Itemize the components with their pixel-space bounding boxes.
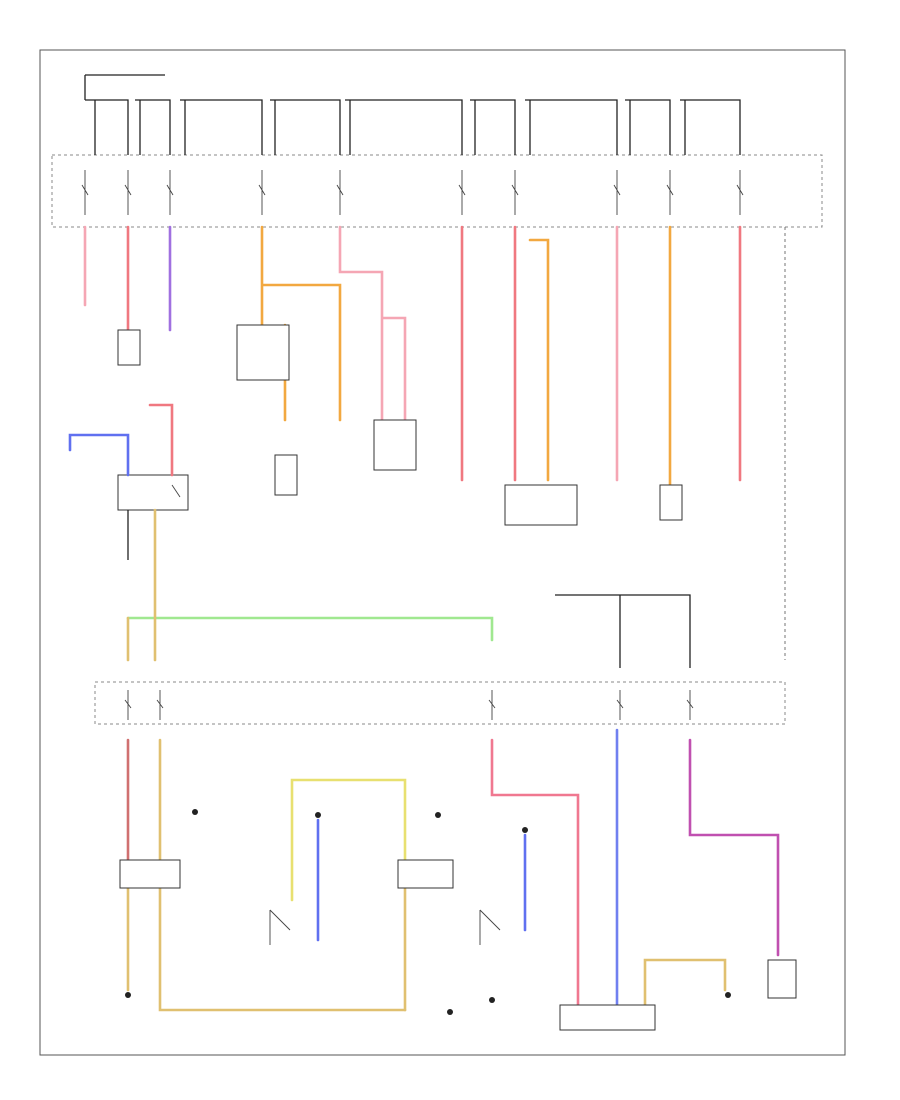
- lamp-module-left: [119, 859, 181, 889]
- top-components: [117, 324, 683, 526]
- component-box-1: [117, 329, 141, 366]
- component-box-2: [274, 454, 298, 496]
- bottom-fuse-box-outline: [94, 681, 786, 725]
- wire-tan-6: [643, 958, 727, 1007]
- switch-center: [479, 909, 501, 945]
- ground-5: [435, 812, 441, 818]
- bottom-feed-loop: [555, 594, 691, 668]
- left-side-wires: [68, 403, 494, 662]
- top-feed-branch-8: [680, 99, 741, 155]
- top-feed-branch-2: [180, 99, 263, 155]
- wire-yellow-1: [290, 778, 407, 902]
- ground-6: [522, 827, 528, 833]
- top-feed-loop: [84, 74, 165, 155]
- bottom-fuse-block: [94, 594, 786, 725]
- top-fuse-block: [51, 74, 823, 660]
- top-feed-branch-1: [135, 99, 171, 155]
- wire-purple-1: [688, 738, 780, 957]
- ground-2: [192, 809, 198, 815]
- wire-orange-1: [260, 225, 342, 422]
- ground-7: [725, 992, 731, 998]
- top-feed-branch-3: [270, 99, 341, 155]
- top-wires: [83, 225, 742, 487]
- control-module-bottom: [559, 1004, 656, 1031]
- ground-8: [489, 997, 495, 1003]
- wire-green-1: [126, 616, 494, 642]
- wire-blue-1: [68, 433, 130, 477]
- diagram-frame: [39, 49, 846, 1056]
- switch-module-1: [117, 474, 189, 511]
- component-box-5: [659, 484, 683, 521]
- component-box-3: [373, 419, 417, 471]
- top-feed-branch-6: [525, 99, 618, 155]
- switch-left: [269, 909, 291, 945]
- top-feed-branch-7: [625, 99, 671, 155]
- wire-orange-2: [528, 238, 550, 482]
- switch-contact-1: [171, 484, 181, 498]
- relay-box-1: [236, 324, 290, 381]
- top-fuses: [81, 170, 744, 215]
- ground-1: [125, 992, 131, 998]
- top-feed-branch-4: [345, 99, 463, 155]
- component-box-4: [504, 484, 578, 526]
- bottom-wires: [126, 728, 780, 1012]
- wire-pink-1: [338, 225, 407, 422]
- ground-3: [315, 812, 321, 818]
- ground-4: [447, 1009, 453, 1015]
- lamp-module-center: [397, 859, 454, 889]
- top-fuse-box-outline: [51, 154, 823, 228]
- bottom-fuses: [124, 690, 694, 720]
- bottom-components: [119, 809, 797, 1031]
- top-feed-branch-5: [470, 99, 516, 155]
- component-box-bottom-right: [767, 959, 797, 999]
- wire-pink-3: [490, 738, 580, 1007]
- wire-red-6: [148, 403, 174, 477]
- wire-tan-4: [126, 878, 407, 1012]
